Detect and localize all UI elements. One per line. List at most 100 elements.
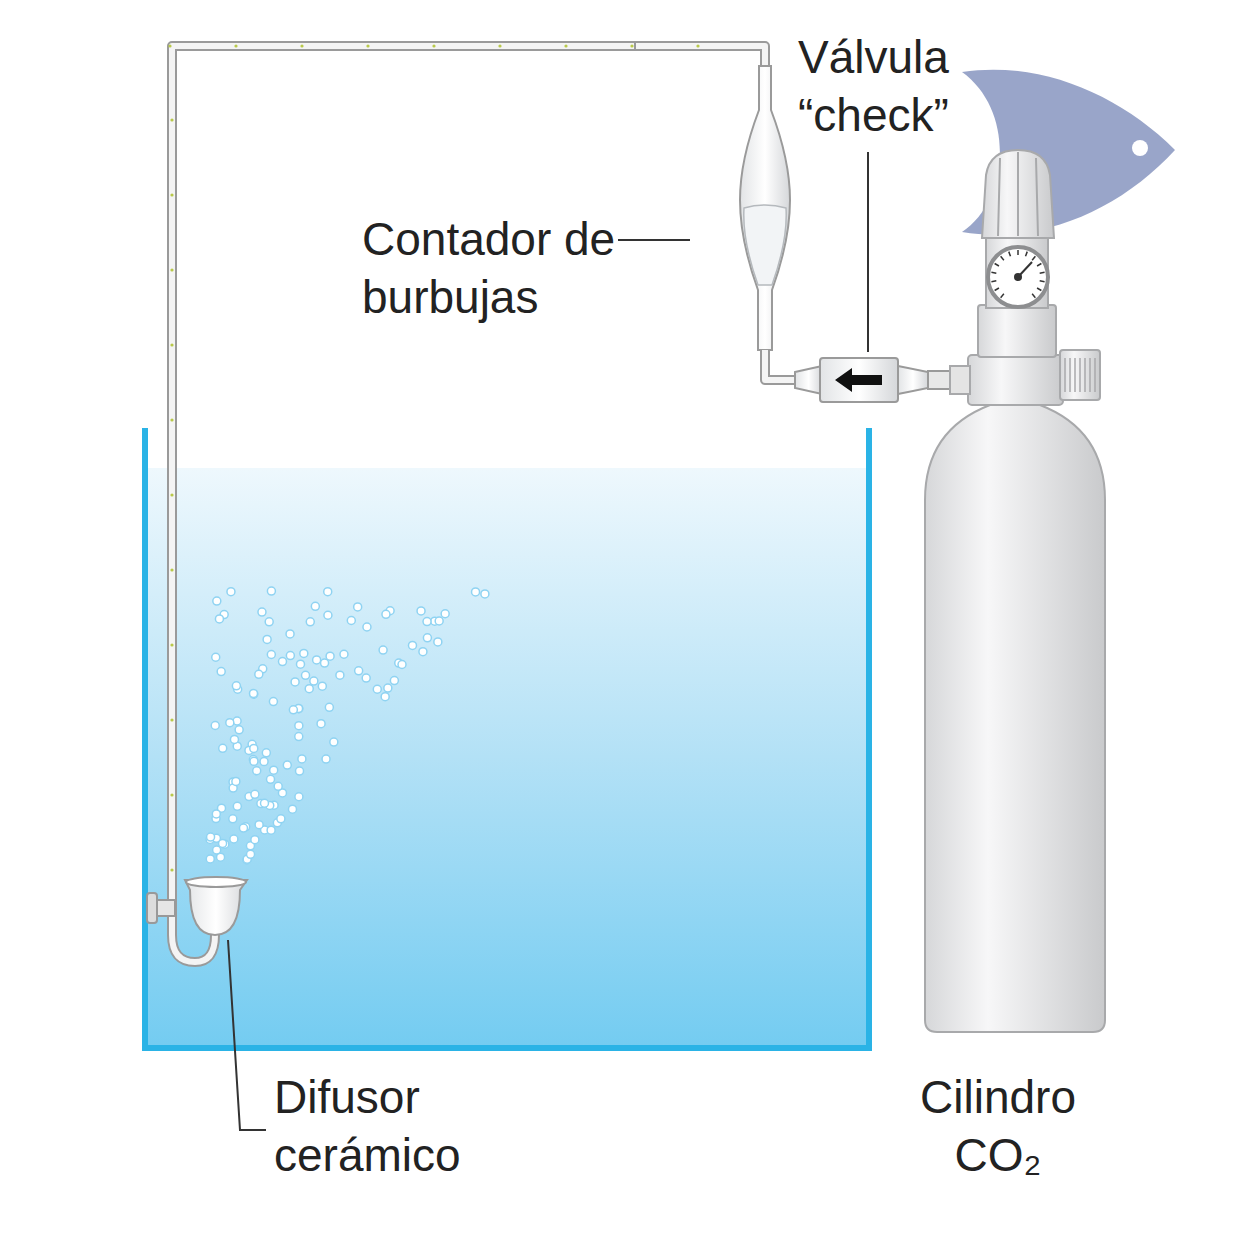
knurl-line [1094, 358, 1096, 392]
bubble [212, 810, 220, 818]
bubble [211, 721, 219, 729]
bubble [318, 682, 326, 690]
bubble [381, 693, 389, 701]
bubble [215, 615, 223, 623]
bubble [417, 607, 425, 615]
bubble [250, 689, 258, 697]
bubble [302, 671, 310, 679]
gauge-tick [1032, 294, 1035, 298]
bubble [219, 744, 227, 752]
bubble [354, 603, 362, 611]
bubble [434, 638, 442, 646]
bubble [247, 850, 255, 858]
co2-cylinder [925, 405, 1105, 1032]
bubble [250, 744, 258, 752]
bubble [277, 815, 285, 823]
bubble [435, 617, 443, 625]
bubble [382, 610, 390, 618]
cylinder-label: Cilindro CO₂ [888, 1068, 1108, 1184]
bubble [267, 650, 275, 658]
bubble [324, 611, 332, 619]
gauge-ticks [991, 250, 1044, 298]
bubble [295, 733, 303, 741]
bubble [295, 722, 303, 730]
co2-bubbles [206, 587, 489, 864]
bubble [260, 799, 268, 807]
gauge-tick [1009, 252, 1011, 257]
bubble [262, 749, 270, 757]
bubble [306, 618, 314, 626]
bubble [326, 652, 334, 660]
bubble [286, 652, 294, 660]
flow-mark [234, 44, 237, 47]
bubble [219, 839, 227, 847]
gauge-tick [995, 264, 999, 267]
bubble [251, 836, 259, 844]
bubble [317, 720, 325, 728]
bubble [408, 641, 416, 649]
water [148, 468, 867, 1045]
bubble [212, 653, 220, 661]
flow-mark [630, 44, 633, 47]
bubble [274, 782, 282, 790]
bubble [355, 667, 363, 675]
knurl-line [1089, 358, 1091, 392]
flow-mark [696, 44, 699, 47]
bubble [441, 610, 449, 618]
bubble [313, 656, 321, 664]
bubble [253, 767, 261, 775]
bubble [229, 815, 237, 823]
bubble [232, 682, 240, 690]
knurl-line [1084, 358, 1086, 392]
bubble-counter [740, 66, 790, 350]
handwheel-ribs [998, 152, 1038, 236]
flow-mark [170, 793, 173, 796]
inlet-port [950, 366, 970, 394]
bubble [235, 726, 243, 734]
flow-mark [170, 718, 173, 721]
leader-line [618, 239, 690, 241]
diffuser-label: Difusor cerámico [274, 1068, 534, 1184]
flow-mark [170, 493, 173, 496]
bubble [423, 634, 431, 642]
bubble [298, 755, 306, 763]
bubble [340, 650, 348, 658]
check-valve-stub [928, 371, 950, 389]
flow-mark [170, 118, 173, 121]
bubble [278, 658, 286, 666]
gauge-tick [1026, 252, 1028, 257]
gauge-tick [991, 280, 996, 282]
flow-mark [300, 44, 303, 47]
bubble [255, 670, 263, 678]
bubble [267, 826, 275, 834]
gas-tube [172, 46, 765, 900]
regulator-body [968, 355, 1063, 405]
bubble [363, 623, 371, 631]
gauge-tick [1032, 256, 1035, 260]
flow-mark [498, 44, 501, 47]
bubble [347, 617, 355, 625]
bubble [296, 660, 304, 668]
bubble [336, 671, 344, 679]
bubble [321, 659, 329, 667]
bubble [311, 602, 319, 610]
counter-label: Contador de burbujas [362, 210, 662, 326]
bubble [217, 668, 225, 676]
leader-line [228, 940, 266, 1130]
flow-mark [170, 568, 173, 571]
bubble [288, 805, 296, 813]
gauge-tick [991, 272, 996, 274]
diffuser-disc [186, 877, 246, 887]
knurl-line [1074, 358, 1076, 392]
flow-mark [366, 44, 369, 47]
knurl-line [1069, 358, 1071, 392]
gauge-tick [1040, 280, 1045, 282]
bubble [250, 690, 258, 698]
pressure-gauge [988, 247, 1048, 307]
regulator-side-knob [1060, 350, 1100, 400]
bubble [230, 735, 238, 743]
bubble [263, 635, 271, 643]
ceramic-diffuser [185, 880, 247, 935]
bubble [310, 677, 318, 685]
bubble [213, 597, 221, 605]
